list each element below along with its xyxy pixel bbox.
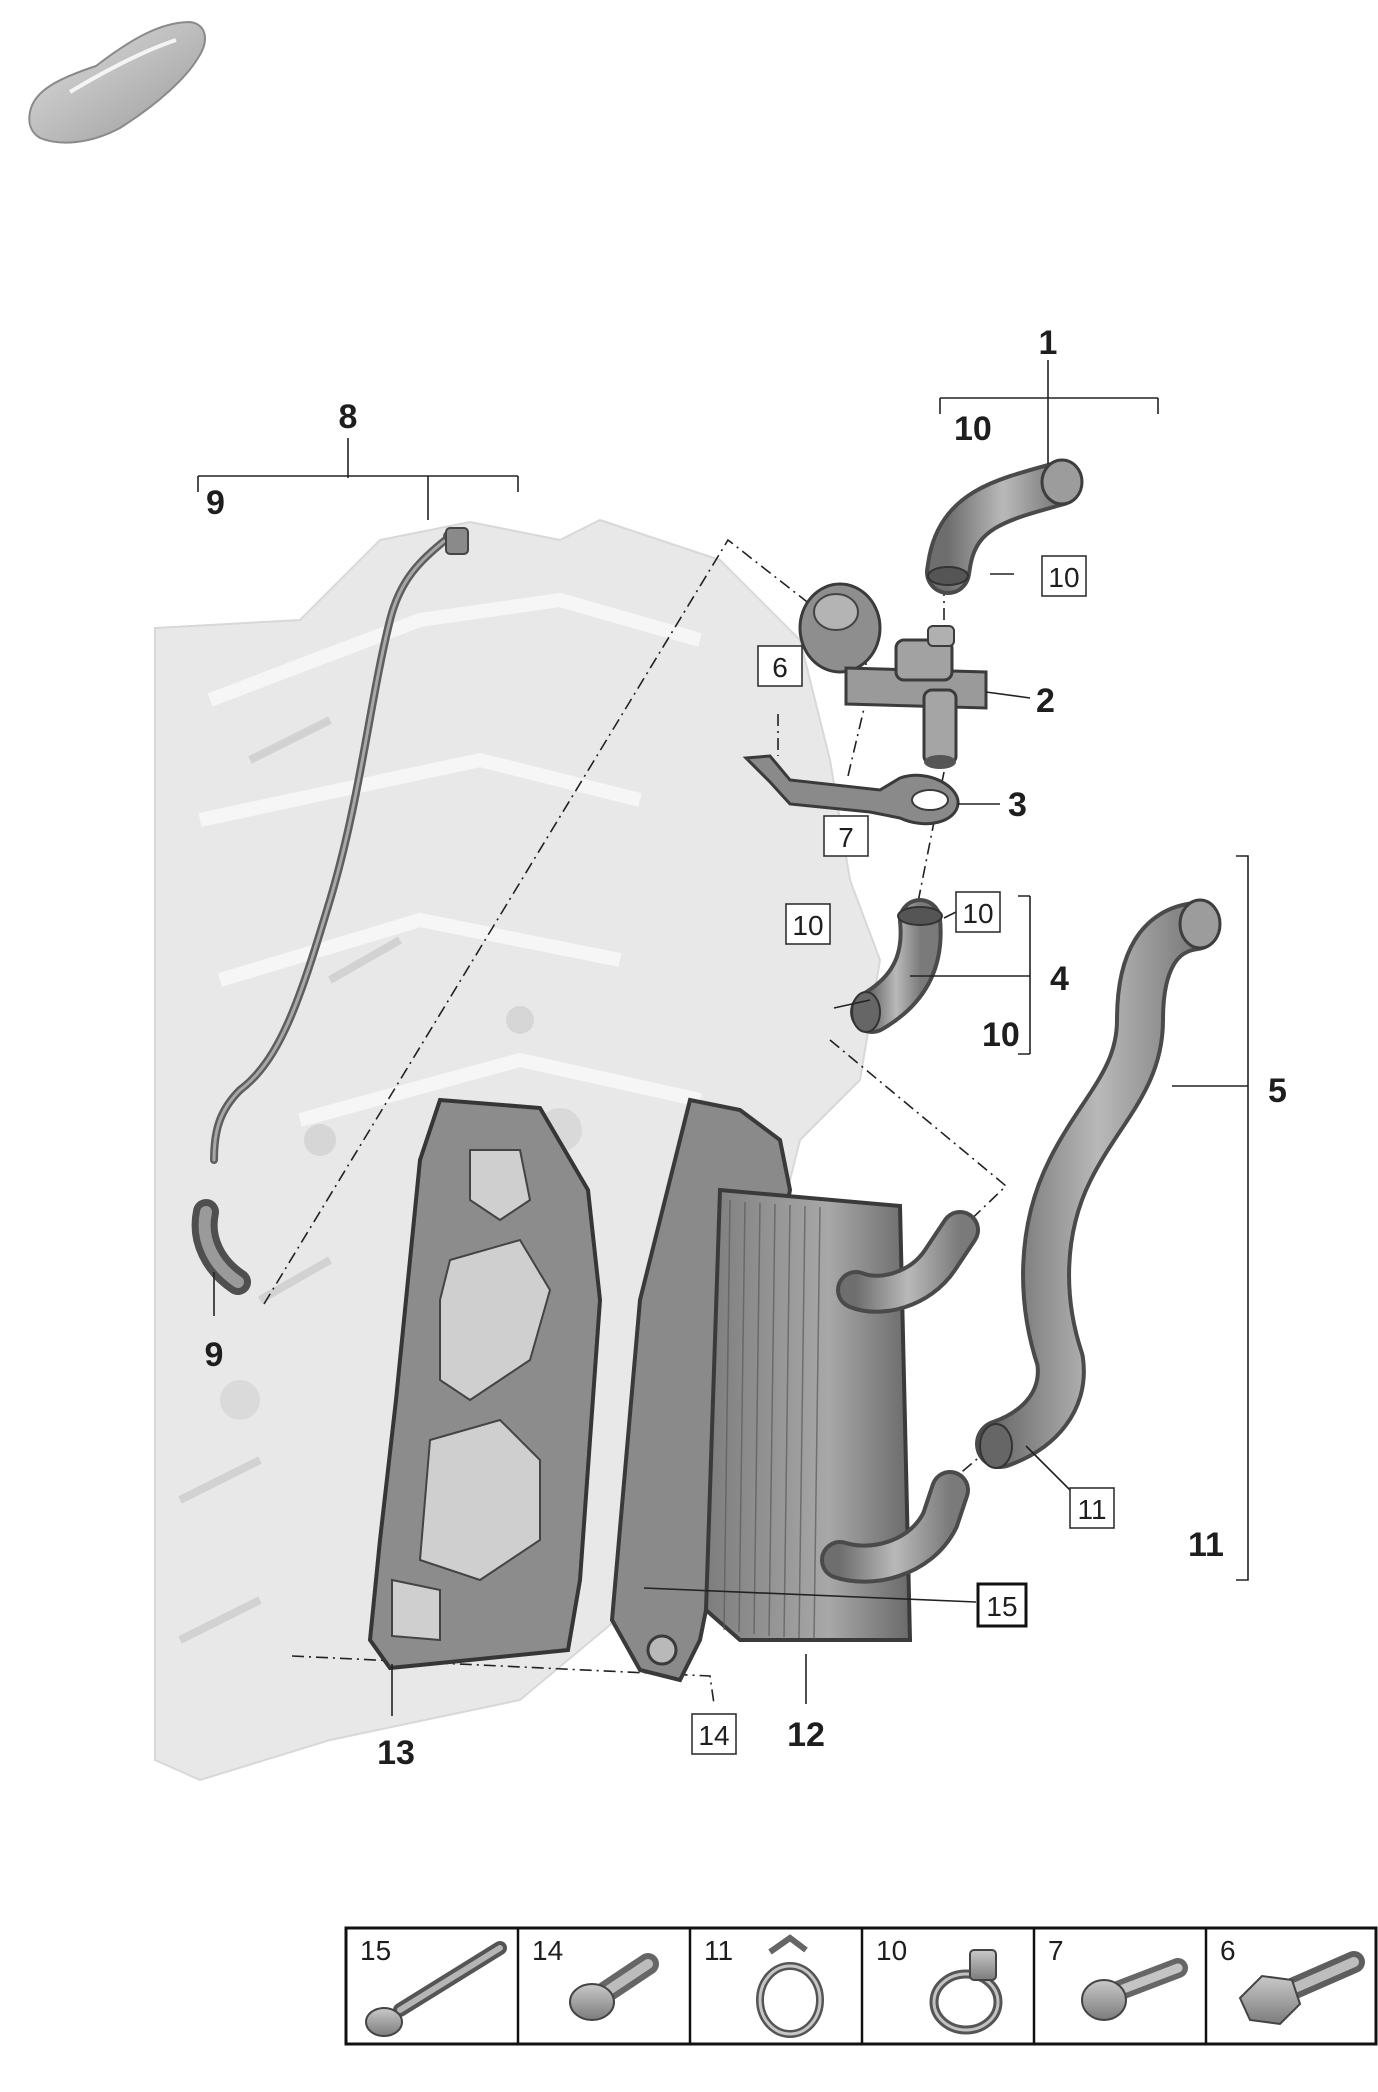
callout-10-sub-4: 10 — [982, 1016, 1020, 1054]
boxed-ref-7: 7 — [823, 815, 869, 857]
thermostat-valve-part-2 — [798, 582, 988, 769]
boxed-ref-14: 14 — [691, 1713, 737, 1755]
callout-1: 1 — [1039, 324, 1058, 362]
table-cell-14: 14 — [532, 1935, 659, 2021]
svg-text:14: 14 — [698, 1720, 729, 1751]
coolant-hose-part-5 — [975, 898, 1222, 1469]
svg-text:7: 7 — [838, 822, 854, 853]
elbow-hose-part-4 — [850, 898, 943, 1034]
svg-text:15: 15 — [986, 1591, 1017, 1622]
short-bolt-icon — [569, 1953, 659, 2021]
callout-4: 4 — [1050, 960, 1069, 998]
torx-bolt-icon — [1081, 1958, 1188, 2021]
boxed-ref-6: 6 — [757, 645, 803, 687]
table-cell-15: 15 — [360, 1935, 507, 2037]
boxed-ref-11: 11 — [1069, 1487, 1115, 1529]
callout-5: 5 — [1268, 1072, 1287, 1110]
callout-10-sub-1: 10 — [954, 410, 992, 448]
hose-clamp-icon — [929, 1949, 1003, 2035]
spring-clamp-icon — [756, 1934, 824, 2038]
callout-2: 2 — [1036, 682, 1055, 720]
gasket-plate-part-13 — [367, 1097, 603, 1671]
svg-text:11: 11 — [1077, 1494, 1106, 1525]
table-cell-10: 10 — [876, 1935, 1003, 2035]
fastener-parts-table: 15 14 11 10 — [344, 1926, 1378, 2046]
svg-text:11: 11 — [704, 1935, 733, 1966]
boxed-ref-10-right: 10 — [955, 891, 1001, 933]
long-bolt-icon — [365, 1941, 507, 2037]
boxed-ref-15: 15 — [976, 1582, 1028, 1628]
svg-text:14: 14 — [532, 1935, 563, 1966]
callout-11-sub-5: 11 — [1188, 1526, 1224, 1564]
boxed-ref-10-top: 10 — [1041, 555, 1087, 597]
callout-12: 12 — [787, 1716, 825, 1754]
callout-9: 9 — [205, 1336, 224, 1374]
flange-bolt-icon — [1238, 1951, 1365, 2026]
car-silhouette-icon — [28, 20, 206, 144]
elbow-hose-part-1 — [925, 458, 1084, 595]
svg-text:10: 10 — [876, 1935, 907, 1966]
svg-text:10: 10 — [962, 898, 993, 929]
table-cell-6: 6 — [1220, 1935, 1365, 2026]
svg-text:15: 15 — [360, 1935, 391, 1966]
callout-13: 13 — [377, 1734, 415, 1772]
vent-line-part-8 — [191, 527, 469, 1295]
boxed-references: 10 6 7 10 10 11 15 14 — [691, 555, 1115, 1755]
callout-numbers: 1 10 2 3 4 10 5 11 8 9 9 12 13 — [205, 324, 1287, 1772]
leader-lines — [197, 360, 1249, 1716]
callout-3: 3 — [1008, 786, 1027, 824]
boxed-ref-10-left: 10 — [785, 903, 831, 945]
table-cell-11: 11 — [704, 1934, 824, 2038]
table-cell-7: 7 — [1048, 1935, 1188, 2021]
svg-text:10: 10 — [1048, 562, 1079, 593]
callout-8: 8 — [339, 398, 358, 436]
svg-text:7: 7 — [1048, 1935, 1064, 1966]
svg-text:6: 6 — [772, 652, 788, 683]
svg-text:6: 6 — [1220, 1935, 1236, 1966]
callout-9-sub-8: 9 — [206, 484, 225, 522]
svg-text:10: 10 — [792, 910, 823, 941]
heat-exchanger-part-12 — [609, 1097, 980, 1683]
